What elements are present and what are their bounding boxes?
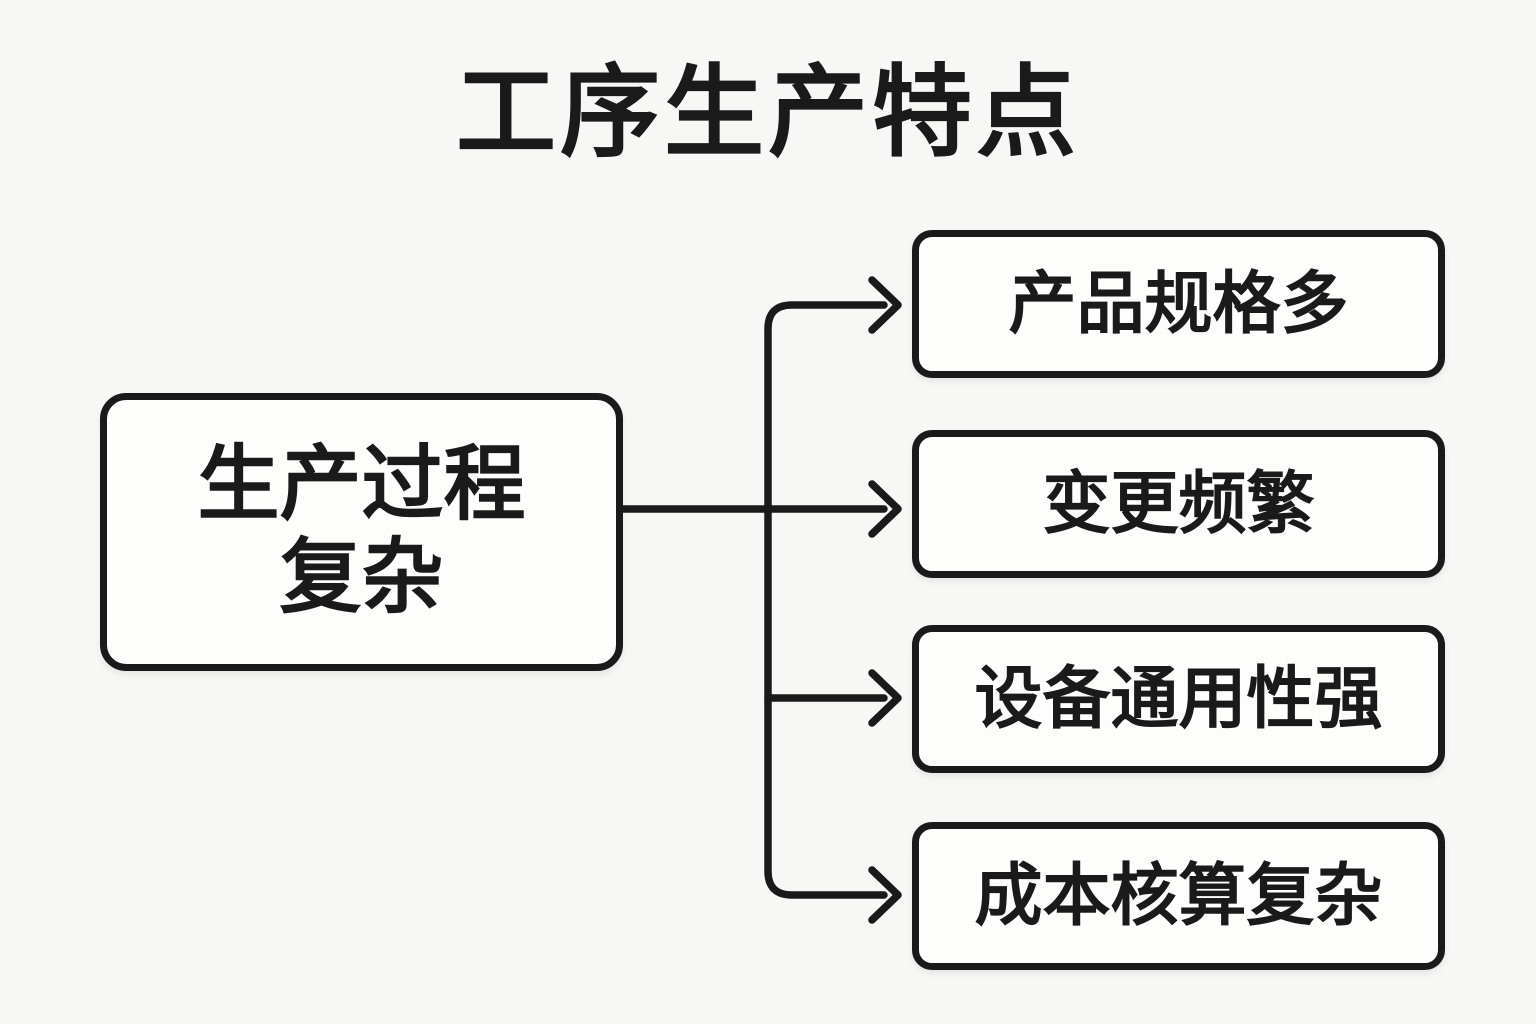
root-label-line-1: 生产过程: [197, 439, 526, 531]
branch-node-3: 设备通用性强: [912, 625, 1445, 773]
arrow-head-3-icon: [868, 669, 902, 727]
branch-node-3-label: 设备通用性强: [974, 661, 1383, 737]
branch-node-1: 产品规格多: [912, 230, 1445, 378]
arrow-head-4-icon: [868, 866, 902, 924]
trunk-connector-line: [764, 301, 888, 899]
branch-node-2: 变更频繁: [912, 430, 1445, 578]
branch-node-1-label: 产品规格多: [1008, 266, 1349, 342]
branch-node-4: 成本核算复杂: [912, 822, 1445, 970]
arrow-head-1-icon: [868, 276, 902, 334]
branch-node-4-label: 成本核算复杂: [974, 858, 1383, 934]
arrow-head-2-icon: [868, 480, 902, 538]
root-node: 生产过程 复杂: [100, 393, 623, 671]
root-node-label: 生产过程 复杂: [197, 439, 525, 624]
branch-node-2-label: 变更频繁: [1042, 466, 1315, 542]
root-label-line-2: 复杂: [279, 532, 444, 623]
page-title: 工序生产特点: [456, 57, 1080, 169]
